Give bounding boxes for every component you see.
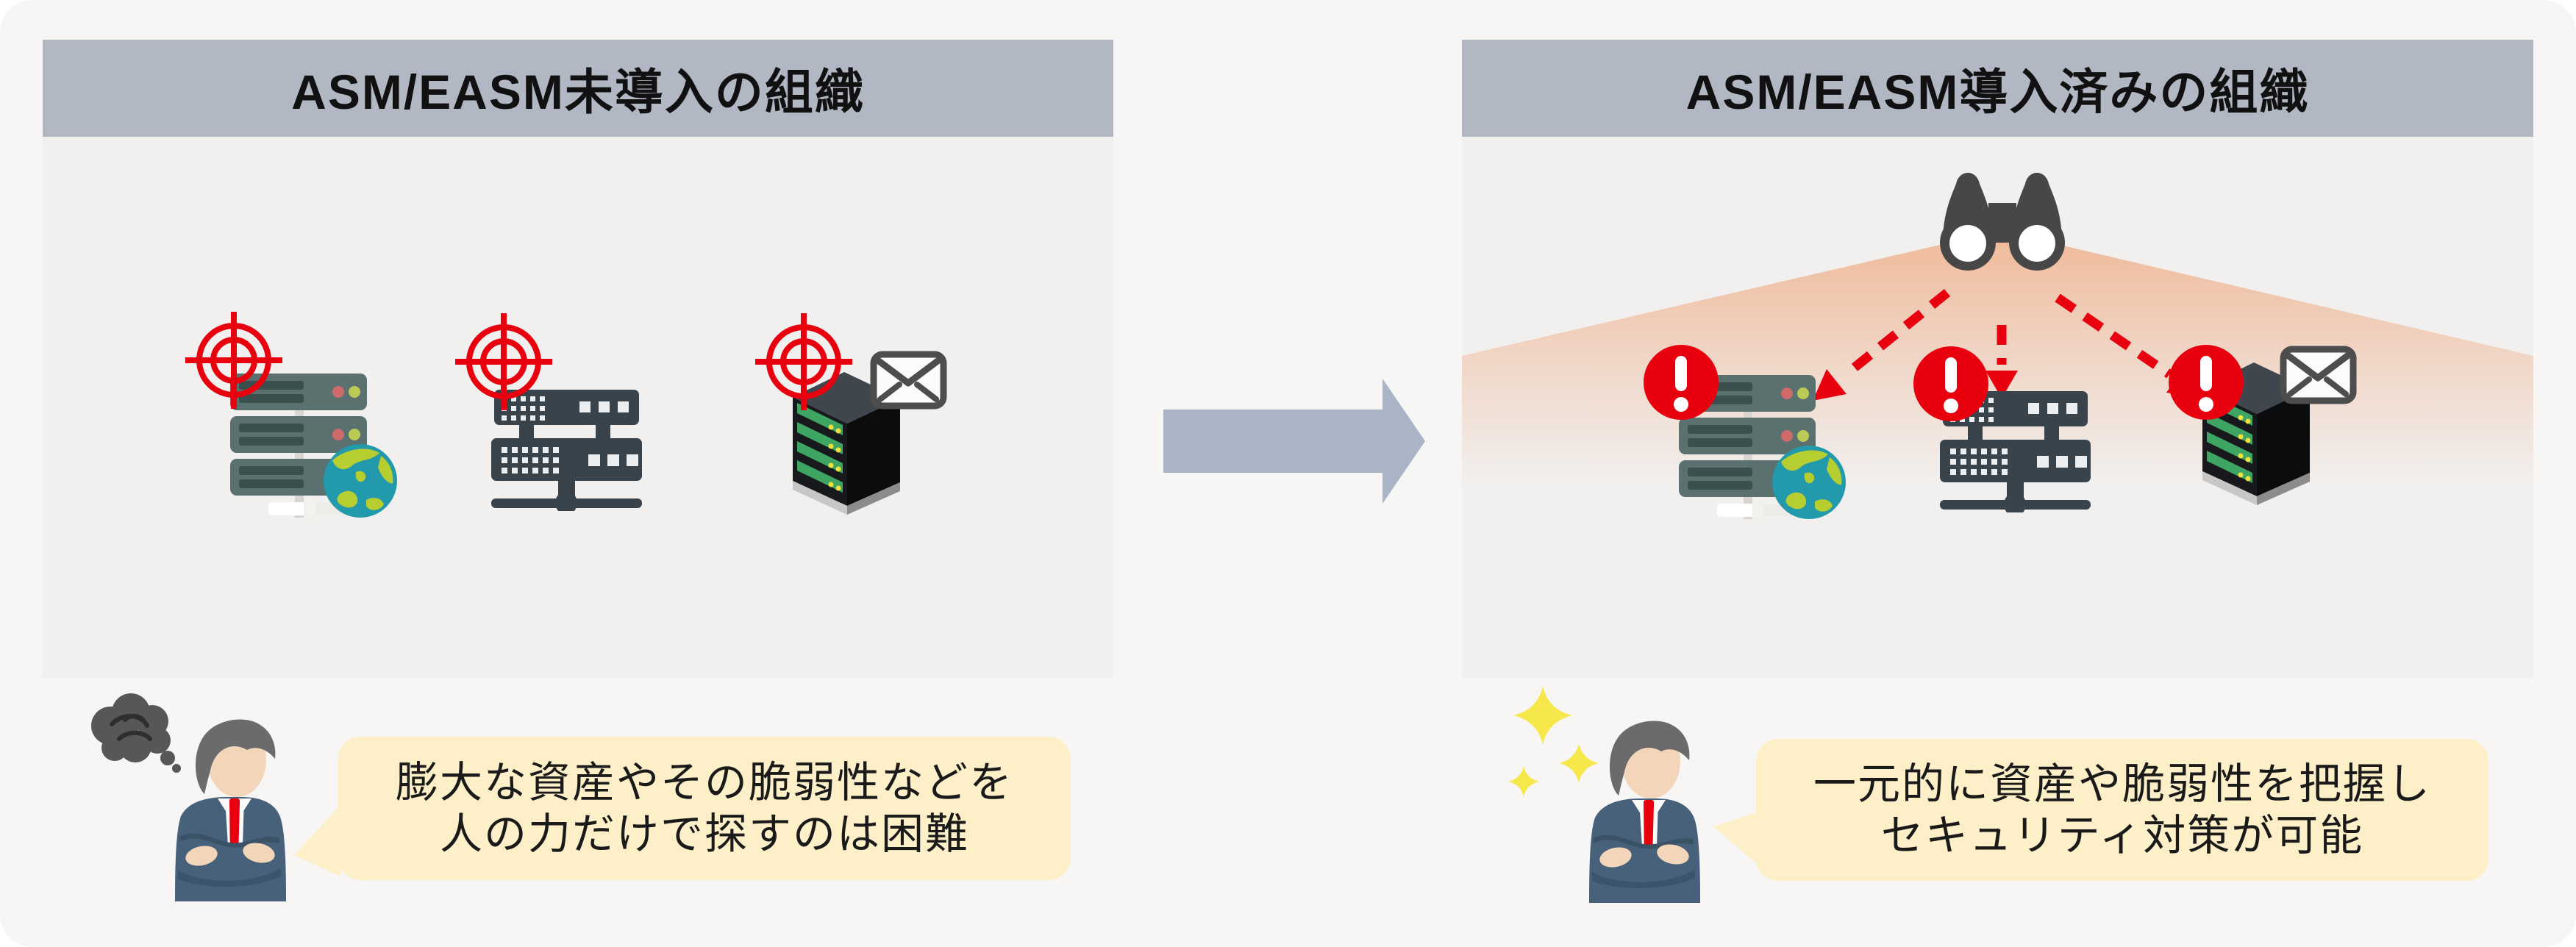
right-speech-bubble-tail — [1713, 812, 1757, 864]
left-speech-bubble-tail — [294, 805, 340, 876]
left-panel-title: ASM/EASM未導入の組織 — [291, 65, 865, 119]
left-speech-bubble: 膨大な資産やその脆弱性などを 人の力だけで探すのは困難 — [338, 737, 1071, 880]
alert-badge-icon-1 — [1643, 344, 1719, 421]
left-speech-line2: 人の力だけで探すのは困難 — [439, 810, 969, 858]
arrowhead-left — [1813, 369, 1847, 401]
binoculars-icon — [1933, 160, 2072, 274]
crosshair-target-icon-1 — [182, 309, 285, 412]
relieved-person — [1583, 715, 1701, 904]
crosshair-target-icon-2 — [452, 310, 555, 413]
globe-icon — [322, 443, 399, 519]
right-speech-line2: セキュリティ対策が可能 — [1880, 811, 2364, 860]
right-panel-header: ASM/EASM導入済みの組織 — [1462, 40, 2533, 137]
mail-envelope-icon — [870, 351, 947, 410]
dashed-monitoring-arrow-left — [1841, 288, 1951, 380]
alert-badge-icon-3 — [2168, 344, 2244, 421]
right-panel-title: ASM/EASM導入済みの組織 — [1685, 65, 2310, 119]
frustrated-person — [169, 713, 287, 903]
transition-arrow-icon — [1163, 379, 1425, 504]
right-speech-bubble: 一元的に資産や脆弱性を把握し セキュリティ対策が可能 — [1756, 739, 2488, 881]
left-panel-header: ASM/EASM未導入の組織 — [43, 40, 1113, 137]
arrowhead-center — [1985, 371, 2018, 399]
dashed-monitoring-arrow-right — [2055, 293, 2172, 379]
alert-badge-icon-2 — [1913, 346, 1989, 422]
globe-icon-monitored — [1771, 444, 1847, 521]
mail-envelope-icon-monitored — [2280, 346, 2357, 404]
crosshair-target-icon-3 — [752, 310, 855, 413]
left-speech-line1: 膨大な資産やその脆弱性などを — [395, 758, 1013, 807]
right-speech-line1: 一元的に資産や脆弱性を把握し — [1813, 760, 2431, 808]
